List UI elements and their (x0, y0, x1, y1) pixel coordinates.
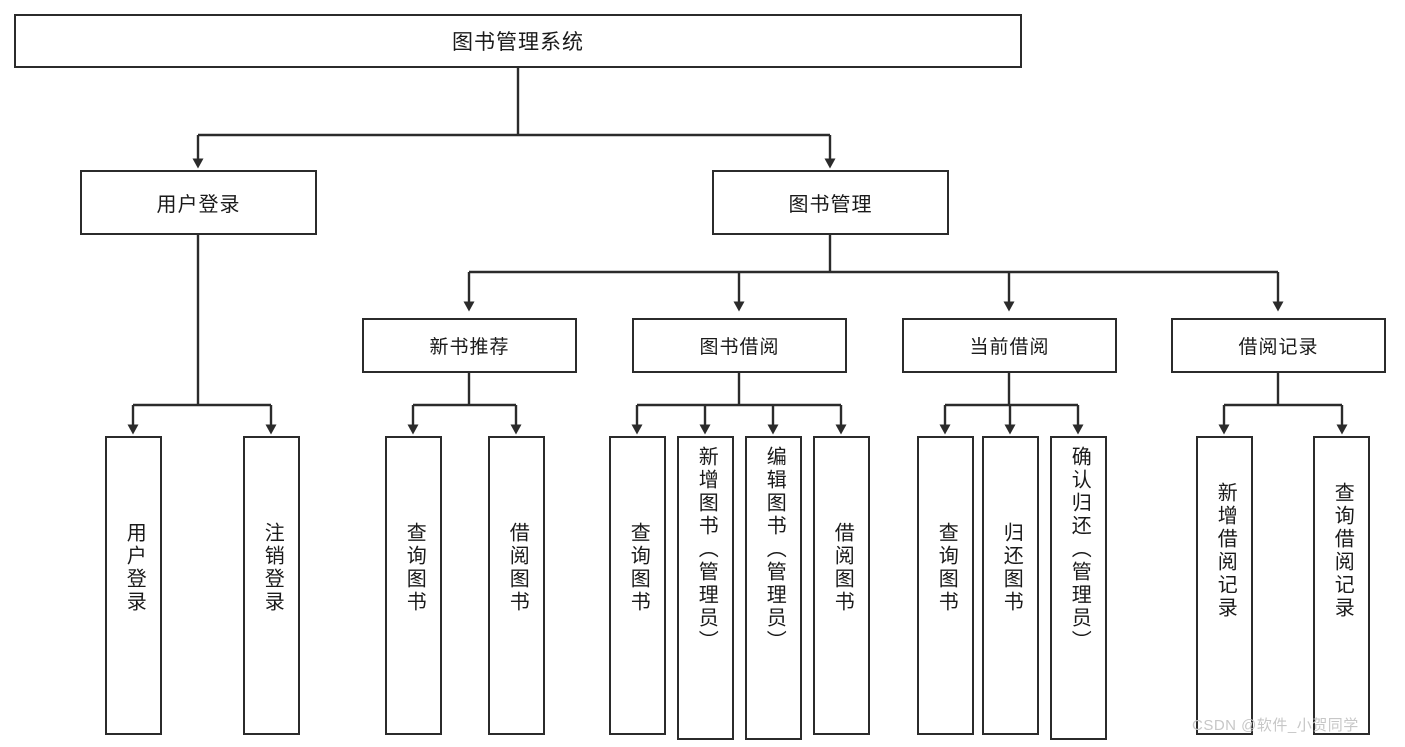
leaf-label: 用户登录 (123, 522, 146, 614)
leaf-label: 查询图书 (935, 522, 958, 614)
leaf-book-borrow-add[interactable]: 新增图书（管理员） (677, 436, 734, 740)
leaf-current-borrow-return[interactable]: 归还图书 (982, 436, 1039, 735)
node-label: 图书管理 (788, 194, 873, 216)
leaf-borrow-record-add[interactable]: 新增借阅记录 (1196, 436, 1253, 735)
node-label: 图书管理系统 (452, 31, 584, 54)
node-user-login[interactable]: 用户登录 (80, 170, 317, 235)
node-label: 借阅记录 (1238, 337, 1319, 358)
node-label: 用户登录 (156, 194, 241, 216)
node-label: 当前借阅 (969, 337, 1050, 358)
leaf-current-borrow-query[interactable]: 查询图书 (917, 436, 974, 735)
watermark-text: CSDN @软件_小贺同学 (1192, 717, 1359, 734)
node-current-borrow[interactable]: 当前借阅 (902, 318, 1117, 373)
node-root-library-system[interactable]: 图书管理系统 (14, 14, 1022, 68)
leaf-new-book-borrow[interactable]: 借阅图书 (488, 436, 545, 735)
node-label: 图书借阅 (699, 337, 780, 358)
leaf-label: 编辑图书（管理员） (763, 446, 786, 653)
leaf-book-borrow-lend[interactable]: 借阅图书 (813, 436, 870, 735)
leaf-user-login-login[interactable]: 用户登录 (105, 436, 162, 735)
leaf-new-book-query[interactable]: 查询图书 (385, 436, 442, 735)
leaf-label: 借阅图书 (506, 522, 529, 614)
leaf-label: 归还图书 (1000, 522, 1023, 614)
node-borrow-record[interactable]: 借阅记录 (1171, 318, 1386, 373)
node-book-borrow[interactable]: 图书借阅 (632, 318, 847, 373)
leaf-label: 新增借阅记录 (1214, 482, 1237, 620)
leaf-label: 查询图书 (403, 522, 426, 614)
node-book-management[interactable]: 图书管理 (712, 170, 949, 235)
leaf-current-borrow-confirm-return[interactable]: 确认归还（管理员） (1050, 436, 1107, 740)
leaf-label: 查询借阅记录 (1331, 482, 1354, 620)
node-label: 新书推荐 (429, 337, 510, 358)
leaf-book-borrow-edit[interactable]: 编辑图书（管理员） (745, 436, 802, 740)
leaf-user-login-logout[interactable]: 注销登录 (243, 436, 300, 735)
leaf-label: 借阅图书 (831, 522, 854, 614)
leaf-label: 注销登录 (261, 522, 284, 614)
leaf-label: 确认归还（管理员） (1068, 446, 1091, 653)
leaf-label: 查询图书 (627, 522, 650, 614)
leaf-book-borrow-query[interactable]: 查询图书 (609, 436, 666, 735)
node-new-book-recommend[interactable]: 新书推荐 (362, 318, 577, 373)
leaf-borrow-record-query[interactable]: 查询借阅记录 (1313, 436, 1370, 735)
leaf-label: 新增图书（管理员） (695, 446, 718, 653)
